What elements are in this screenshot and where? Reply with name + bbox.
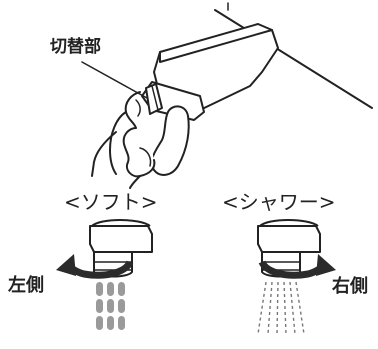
- faucet-soft: [89, 219, 153, 278]
- faucet-soft-top: [91, 219, 151, 227]
- pointer-line: [81, 61, 148, 99]
- mode-shower-label: <シャワー>: [222, 190, 336, 214]
- hand-thumb: [150, 105, 190, 176]
- curved-arrow-right-icon: [258, 254, 336, 279]
- shower-water-spray: [257, 281, 305, 335]
- hand-palm: [109, 111, 127, 175]
- faucet-shower-body: [257, 225, 321, 253]
- direction-right-label: 右側: [332, 275, 368, 297]
- mode-soft-label: <ソフト>: [64, 190, 158, 214]
- hand-wrist-left: [91, 131, 117, 177]
- wall-edge-line: [214, 9, 373, 109]
- curved-arrow-left-icon: [56, 254, 134, 279]
- hand-finger-detail: [135, 99, 141, 117]
- top-illustration: [81, 2, 373, 189]
- hand-wrist-right: [129, 175, 141, 189]
- faucet-spout-top: [159, 23, 273, 63]
- faucet-shower-top: [259, 219, 319, 227]
- faucet-soft-body: [89, 225, 153, 253]
- switch-ring: [145, 83, 163, 115]
- direction-left-label: 左側: [8, 274, 44, 296]
- switch-part-label: 切替部: [50, 36, 101, 57]
- soft-water-stream: [96, 282, 125, 330]
- faucet-shower: [257, 219, 321, 278]
- switch-ring-line: [151, 85, 159, 111]
- hand-finger-detail-2: [139, 147, 152, 167]
